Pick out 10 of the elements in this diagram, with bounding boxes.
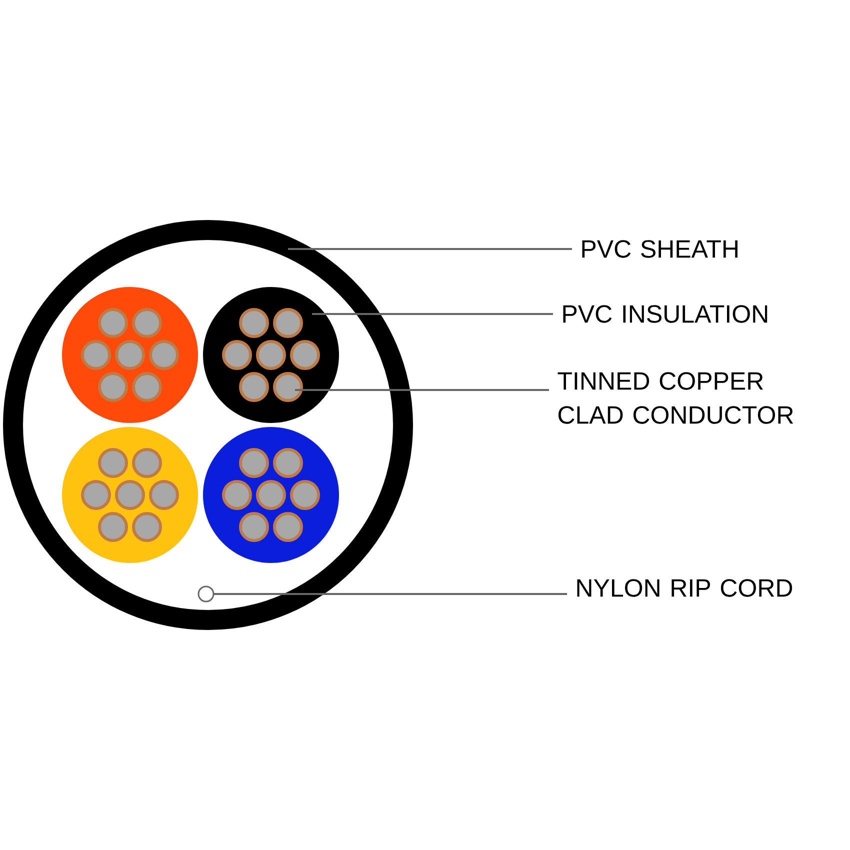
leader-line <box>214 593 567 595</box>
leader-line <box>288 248 572 250</box>
leader-line <box>312 313 553 315</box>
part-label: TINNED COPPER CLAD CONDUCTOR <box>558 372 794 424</box>
part-label: PVC INSULATION <box>563 305 768 323</box>
rip-cord <box>198 586 214 602</box>
part-label: NYLON RIP CORD <box>577 579 792 597</box>
leader-line <box>295 389 549 391</box>
part-label: PVC SHEATH <box>582 240 738 258</box>
sheath-ring <box>3 220 413 630</box>
